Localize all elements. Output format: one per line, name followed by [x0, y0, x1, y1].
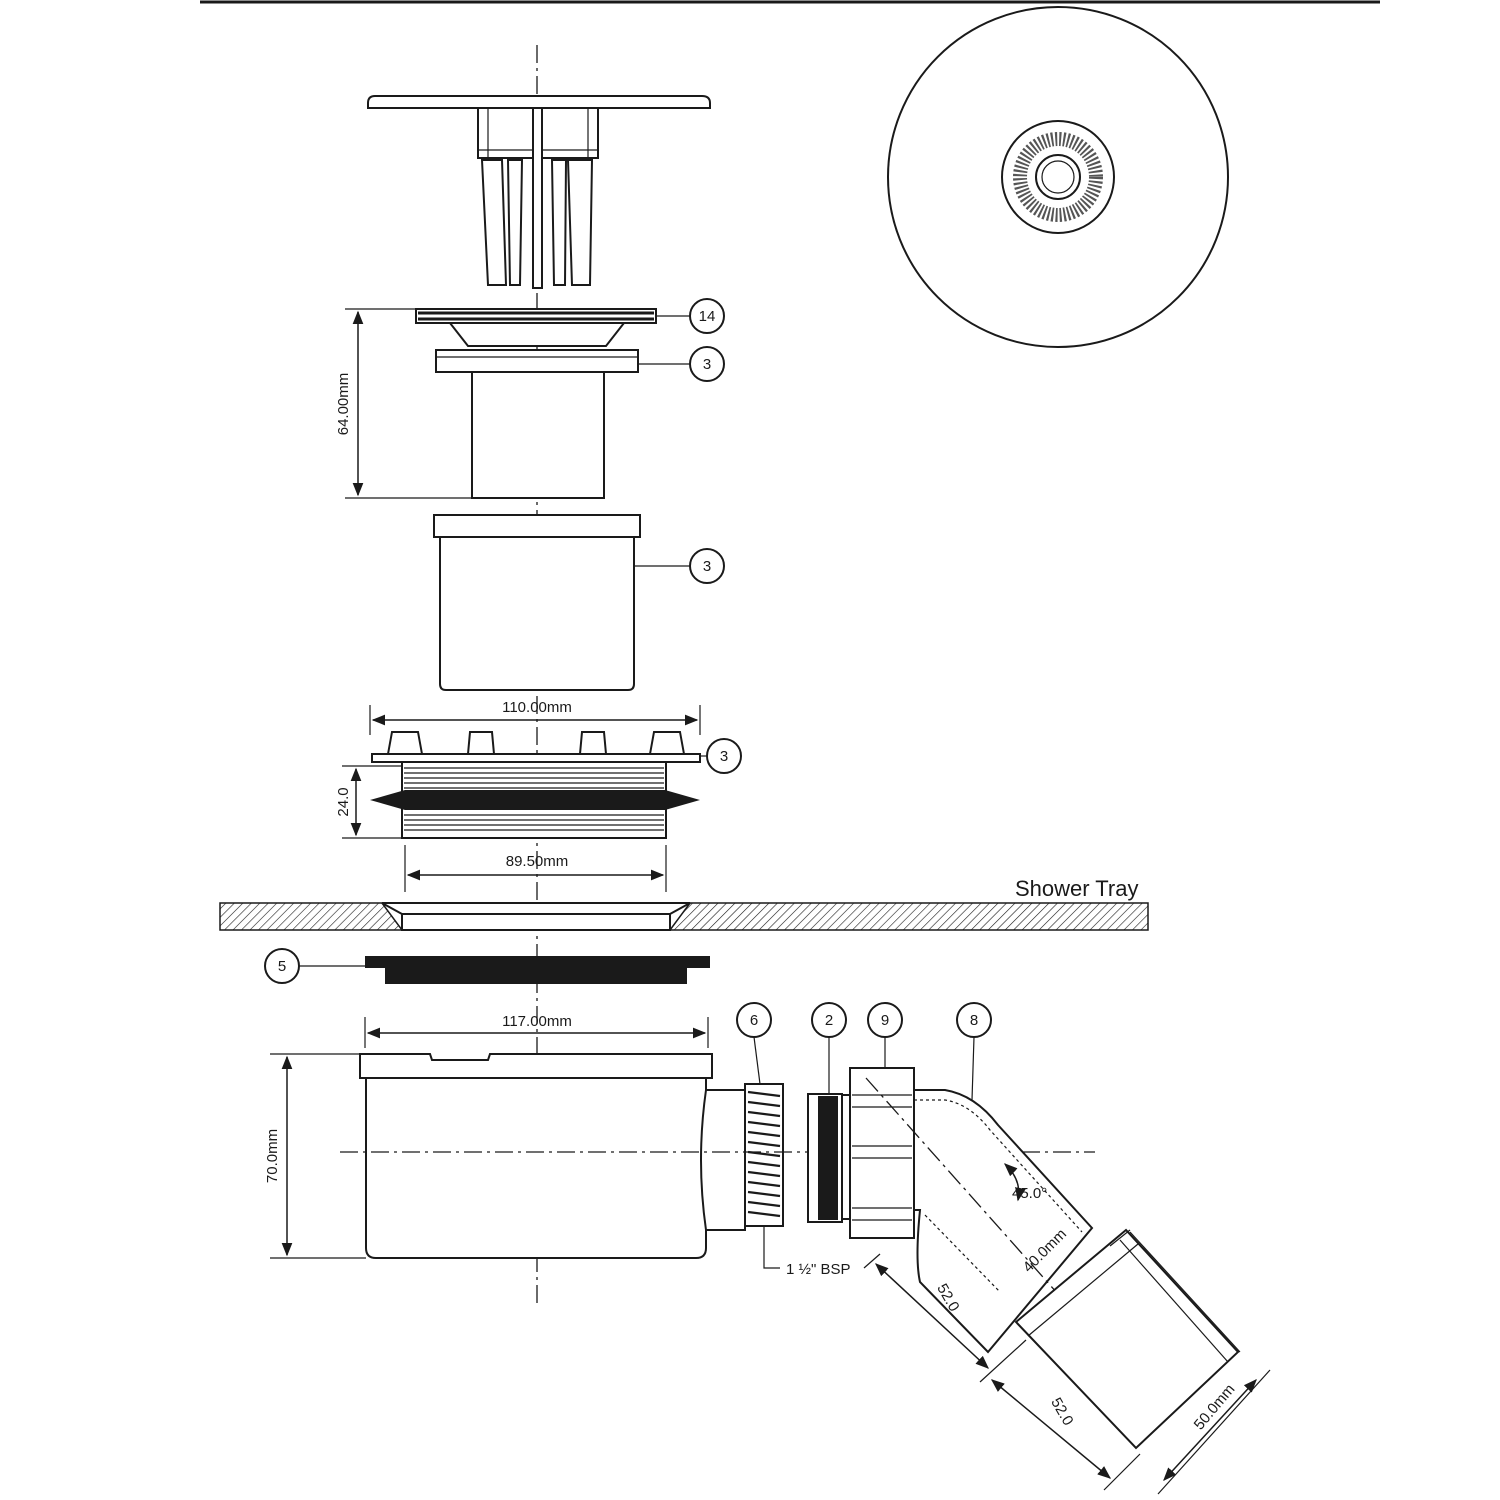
callouts: 14 3 3 3 5 6 2 9 8 — [264, 298, 992, 1101]
dim-24: 24.0 — [335, 765, 402, 839]
dim-70: 70.0mm — [264, 1053, 366, 1259]
bsp-label: 1 ½" BSP — [786, 1261, 851, 1278]
nut — [841, 1067, 915, 1239]
callout-3a: 3 — [703, 356, 711, 373]
extension-sleeve — [433, 514, 641, 691]
callout-3b: 3 — [703, 558, 711, 575]
angle-label: 45.0° — [1012, 1185, 1047, 1202]
callout-3c: 3 — [720, 748, 728, 765]
dim-110-label: 110.00mm — [502, 699, 572, 716]
flange-top — [415, 308, 657, 499]
callout-9: 9 — [881, 1012, 889, 1029]
bsp-leader: 1 ½" BSP — [763, 1226, 851, 1278]
callout-6: 6 — [750, 1012, 758, 1029]
shower-tray: Shower Tray — [219, 876, 1149, 931]
dim-64-label: 64.00mm — [335, 373, 352, 436]
callout-5: 5 — [278, 958, 286, 975]
top-view — [887, 6, 1229, 348]
waste-body: 117.00mm — [359, 1013, 784, 1259]
seal-ring — [807, 1093, 843, 1223]
shower-tray-label: Shower Tray — [1015, 876, 1139, 901]
callout-14: 14 — [699, 308, 716, 325]
dim-64: 64.00mm — [335, 308, 472, 499]
waste-top-threaded: 110.00mm — [369, 699, 701, 839]
dim-24-label: 24.0 — [335, 787, 352, 816]
dim-89-label: 89.50mm — [506, 853, 569, 870]
dim-117-label: 117.00mm — [502, 1013, 572, 1030]
gasket — [365, 956, 710, 984]
dim-89: 89.50mm — [404, 845, 667, 892]
dim-70-label: 70.0mm — [264, 1129, 281, 1183]
grate-cover — [367, 95, 711, 289]
dim-52b-label: 52.0 — [1047, 1395, 1076, 1429]
callout-2: 2 — [825, 1012, 833, 1029]
callout-8: 8 — [970, 1012, 978, 1029]
